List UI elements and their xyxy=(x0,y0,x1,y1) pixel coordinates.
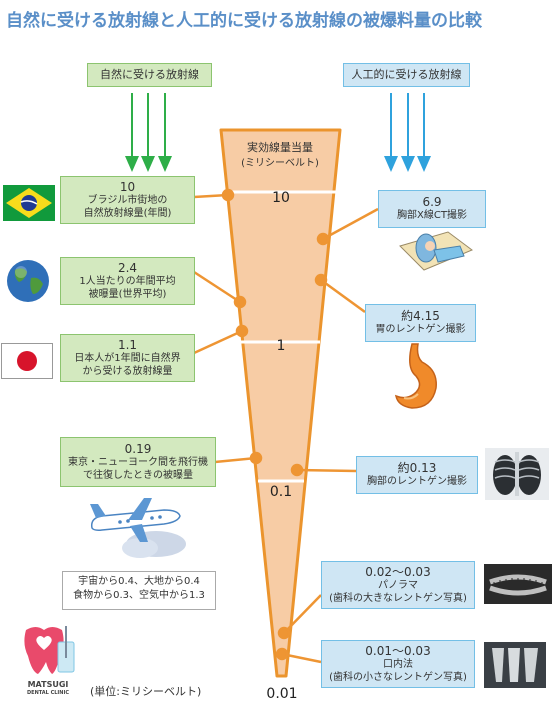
artificial-value: 0.02～0.03 xyxy=(365,564,431,579)
panoramic-xray-icon xyxy=(484,564,552,604)
japan-flag-icon xyxy=(1,343,53,379)
logo-line1: MATSUGI xyxy=(27,680,69,689)
brazil-flag-icon xyxy=(3,185,55,221)
clinic-logo-icon xyxy=(24,626,75,674)
natural-breakdown-note: 宇宙から0.4、大地から0.4 食物から0.3、空気中から1.3 xyxy=(62,571,216,610)
connector-artificial-5 xyxy=(281,652,322,664)
dose-funnel xyxy=(219,128,342,678)
clinic-logo-text: MATSUGI DENTAL CLINIC xyxy=(18,680,78,698)
tick-label-0.1: 0.1 xyxy=(270,484,292,500)
artificial-value: 約4.15 xyxy=(401,309,440,323)
airplane-icon xyxy=(90,498,186,558)
natural-line1: 東京・ニューヨーク間を飛行機 xyxy=(68,456,208,468)
axis-title-line1: 実効線量当量 xyxy=(247,140,313,154)
blue-arrows-icon xyxy=(384,93,431,172)
connector-artificial-3 xyxy=(296,468,357,473)
natural-line2: 自然放射線量(年間) xyxy=(83,207,172,219)
natural-box-japan: 1.1 日本人が1年間に自然界 から受ける放射線量 xyxy=(60,334,195,382)
artificial-box-panorama: 0.02～0.03 パノラマ (歯科の大きなレントゲン写真) xyxy=(321,561,475,609)
artificial-box-intraoral: 0.01～0.03 口内法 (歯科の小さなレントゲン写真) xyxy=(321,640,475,688)
natural-box-flight: 0.19 東京・ニューヨーク間を飛行機 で往復したときの被曝量 xyxy=(60,437,216,487)
artificial-line1: パノラマ xyxy=(378,579,418,591)
dental-xray-icon xyxy=(484,642,546,688)
natural-box-world: 2.4 1人当たりの年間平均 被曝量(世界平均) xyxy=(60,257,195,305)
natural-value: 0.19 xyxy=(124,441,152,456)
natural-line1: 日本人が1年間に自然界 xyxy=(74,352,181,364)
earth-globe-icon xyxy=(7,260,49,302)
tick-label-1: 1 xyxy=(277,338,286,354)
ct-scan-icon xyxy=(399,231,473,271)
artificial-line1: 胸部のレントゲン撮影 xyxy=(367,476,467,487)
stomach-icon xyxy=(394,343,437,409)
connector-artificial-4 xyxy=(283,594,322,634)
natural-line2: から受ける放射線量 xyxy=(82,365,173,377)
unit-note: (単位:ミリシーベルト) xyxy=(90,685,202,698)
artificial-header: 人工的に受ける放射線 xyxy=(343,63,470,87)
artificial-box-chest: 約0.13 胸部のレントゲン撮影 xyxy=(356,456,478,494)
connector-natural-2 xyxy=(193,270,241,304)
artificial-line2: (歯科の小さなレントゲン写真) xyxy=(329,671,467,683)
natural-value: 10 xyxy=(119,179,136,194)
artificial-line2: (歯科の大きなレントゲン写真) xyxy=(329,592,467,604)
artificial-value: 0.01～0.03 xyxy=(365,643,431,658)
natural-line2: 被曝量(世界平均) xyxy=(88,288,167,300)
axis-title-line2: (ミリシーベルト) xyxy=(241,157,319,169)
logo-line2: DENTAL CLINIC xyxy=(27,690,69,696)
chest-xray-icon xyxy=(485,448,549,500)
artificial-line1: 胃のレントゲン撮影 xyxy=(375,324,466,335)
natural-line2: で往復したときの被曝量 xyxy=(83,469,193,481)
artificial-line1: 口内法 xyxy=(383,658,413,670)
natural-value: 1.1 xyxy=(117,337,138,352)
artificial-box-ct: 6.9 胸部X線CT撮影 xyxy=(378,190,486,228)
green-arrows-icon xyxy=(125,93,172,172)
note-line2: 食物から0.3、空気中から1.3 xyxy=(73,590,205,601)
connector-artificial-1 xyxy=(322,207,379,241)
page-title: 自然に受ける放射線と人工的に受ける放射線の被爆料量の比較 xyxy=(6,11,482,31)
artificial-value: 約0.13 xyxy=(397,461,437,475)
artificial-line1: 胸部X線CT撮影 xyxy=(397,210,467,221)
natural-line1: ブラジル市街地の xyxy=(87,194,168,206)
natural-value: 2.4 xyxy=(117,260,138,275)
tick-label-10: 10 xyxy=(272,190,290,206)
connector-natural-4 xyxy=(214,456,257,464)
connector-artificial-2 xyxy=(320,278,366,314)
natural-box-brazil: 10 ブラジル市街地の 自然放射線量(年間) xyxy=(60,176,195,224)
connector-natural-3 xyxy=(193,329,243,355)
artificial-value: 6.9 xyxy=(422,195,442,209)
natural-line1: 1人当たりの年間平均 xyxy=(79,275,176,287)
note-line1: 宇宙から0.4、大地から0.4 xyxy=(78,576,200,587)
natural-header: 自然に受ける放射線 xyxy=(87,63,212,87)
artificial-box-stomach: 約4.15 胃のレントゲン撮影 xyxy=(365,304,476,342)
tick-label-0.01: 0.01 xyxy=(266,686,297,702)
